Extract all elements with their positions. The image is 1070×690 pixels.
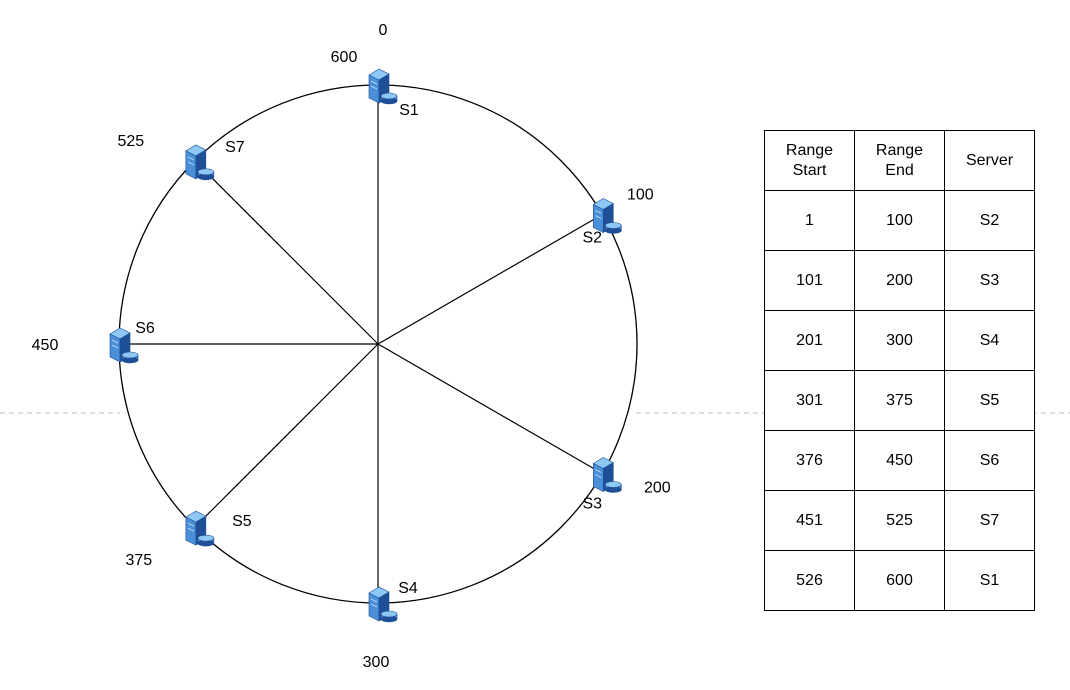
table-header-cell: Server — [944, 130, 1035, 191]
header-text: Range — [875, 141, 924, 159]
s1-server-icon — [368, 68, 398, 105]
table-cell: 100 — [854, 190, 945, 251]
server-label: S6 — [135, 320, 155, 337]
header-text: Start — [792, 161, 827, 179]
ring-node-s5: S5 375 — [126, 510, 252, 569]
table-cell: 301 — [764, 370, 855, 431]
table-cell: S3 — [944, 250, 1035, 311]
position-value-label: 450 — [32, 337, 59, 354]
server-label: S4 — [398, 580, 418, 597]
s3-server-icon — [592, 457, 622, 493]
ring-node-s2: S2 100 — [583, 187, 654, 247]
s4-server-icon — [368, 586, 398, 623]
table-cell: 300 — [854, 310, 945, 371]
ring-node-s7: S7 525 — [118, 133, 245, 181]
position-value-label: 525 — [118, 133, 145, 150]
s7-server-icon — [185, 144, 215, 181]
table-cell: 1 — [764, 190, 855, 251]
ring-node-s6: S6 450 — [32, 320, 155, 364]
table-cell: S2 — [944, 190, 1035, 251]
header-text: Range — [785, 141, 834, 159]
server-label: S1 — [399, 102, 419, 119]
spoke-s3 — [377, 343, 603, 475]
ring-node-s4: S4 300 — [363, 580, 418, 671]
server-label: S5 — [232, 513, 252, 530]
position-value-label: 100 — [627, 187, 654, 204]
spoke-s5 — [194, 343, 379, 528]
table-cell: 200 — [854, 250, 945, 311]
server-label: S7 — [225, 139, 245, 156]
table-cell: 526 — [764, 550, 855, 611]
table-cell: S7 — [944, 490, 1035, 551]
ring-top-value: 0 — [379, 22, 388, 39]
table-cell: S6 — [944, 430, 1035, 491]
position-value-label: 375 — [126, 552, 153, 569]
table-cell: S1 — [944, 550, 1035, 611]
header-text: End — [885, 161, 914, 179]
s6-server-icon — [109, 327, 139, 364]
s2-server-icon — [592, 198, 622, 234]
s5-server-icon — [185, 510, 215, 547]
table-cell: 450 — [854, 430, 945, 491]
table-cell: S4 — [944, 310, 1035, 371]
table-cell: 451 — [764, 490, 855, 551]
header-text: Server — [965, 151, 1014, 169]
table-cell: 375 — [854, 370, 945, 431]
ring-node-s1: S1 600 — [331, 49, 419, 119]
spoke-s2 — [377, 213, 603, 345]
server-label: S3 — [583, 496, 603, 513]
table-cell: S5 — [944, 370, 1035, 431]
ring-node-s3: S3 200 — [583, 457, 671, 513]
position-value-label: 200 — [644, 480, 671, 497]
table-cell: 201 — [764, 310, 855, 371]
table-cell: 101 — [764, 250, 855, 311]
position-value-label: 300 — [363, 654, 390, 671]
position-value-label: 600 — [331, 49, 358, 66]
table-cell: 525 — [854, 490, 945, 551]
table-cell: 600 — [854, 550, 945, 611]
spoke-s7 — [194, 160, 379, 345]
table-cell: 376 — [764, 430, 855, 491]
server-label: S2 — [583, 230, 603, 247]
